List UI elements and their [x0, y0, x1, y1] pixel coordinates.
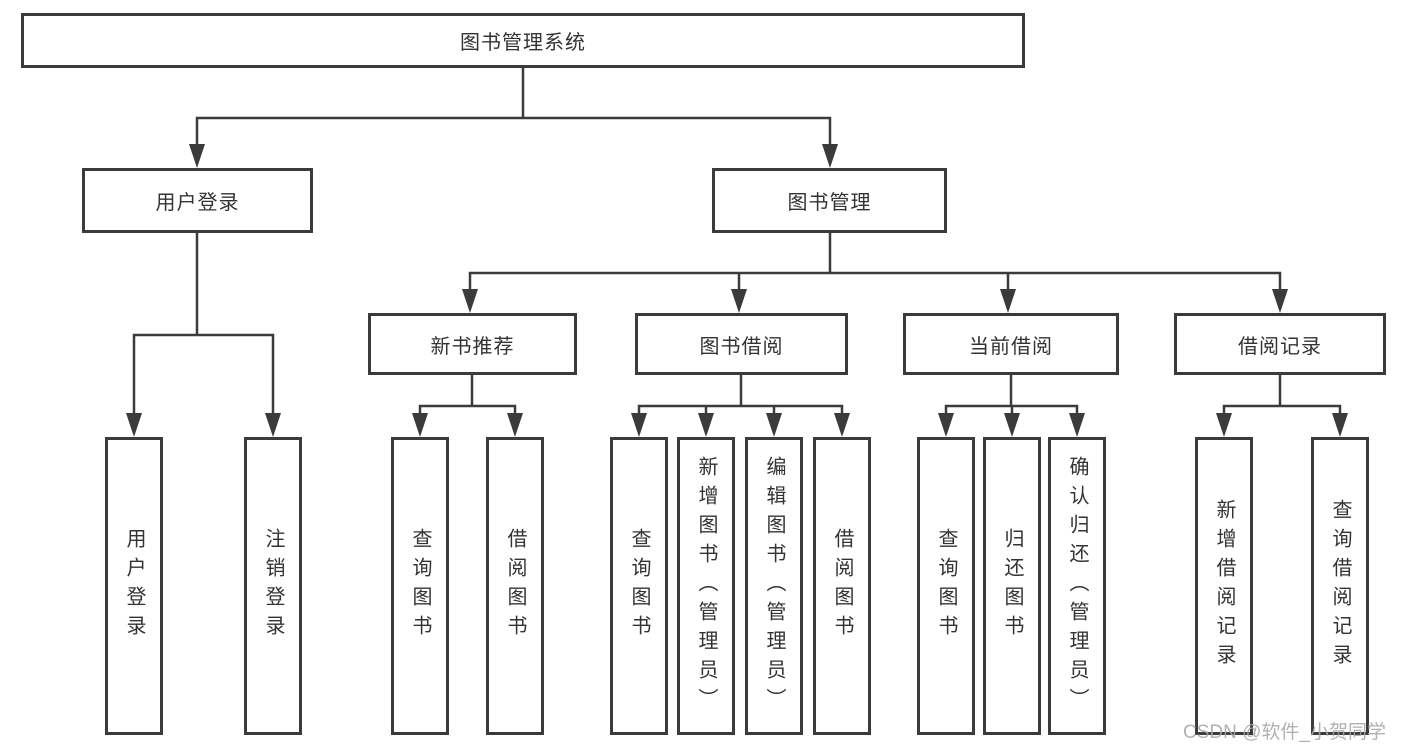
node-label: 用户登录: [155, 192, 240, 214]
arrowhead-icon: [822, 144, 838, 168]
node-label: 确认归还（管理员）: [1066, 455, 1088, 717]
node-label: 当前借阅: [969, 335, 1053, 358]
arrowhead-icon: [1216, 413, 1232, 437]
leaf-recommend-query-books: 查询图书: [391, 437, 449, 735]
leaf-recommend-borrow-books: 借阅图书: [486, 437, 544, 735]
node-label: 查询图书: [628, 528, 650, 644]
node-label: 用户登录: [123, 528, 145, 644]
leaf-user-login: 用户登录: [105, 437, 163, 735]
arrowhead-icon: [412, 413, 428, 437]
node-label: 新增借阅记录: [1213, 499, 1235, 673]
node-label: 编辑图书（管理员）: [763, 455, 785, 717]
leaf-current-confirm-return-admin: 确认归还（管理员）: [1048, 437, 1106, 735]
node-user-login: 用户登录: [82, 168, 313, 233]
node-root-system: 图书管理系统: [21, 13, 1025, 68]
node-label: 图书管理系统: [460, 32, 586, 54]
arrowhead-icon: [766, 413, 782, 437]
leaf-borrow-edit-books-admin: 编辑图书（管理员）: [745, 437, 803, 735]
node-borrow-records: 借阅记录: [1174, 313, 1386, 375]
arrowhead-icon: [1000, 289, 1016, 313]
node-label: 借阅图书: [504, 528, 526, 644]
arrowhead-icon: [1069, 413, 1085, 437]
node-label: 查询图书: [409, 528, 431, 644]
arrowhead-icon: [731, 289, 747, 313]
leaf-records-add-record: 新增借阅记录: [1195, 437, 1253, 735]
connector-records-to-leaves: [1222, 373, 1342, 421]
node-label: 归还图书: [1001, 528, 1023, 644]
connector-recommend-to-leaves: [418, 373, 517, 421]
arrowhead-icon: [126, 413, 142, 437]
arrowhead-icon: [1004, 413, 1020, 437]
leaf-borrow-borrow-books: 借阅图书: [813, 437, 871, 735]
connector-borrow-to-leaves: [637, 373, 844, 421]
connector-current-to-leaves: [944, 373, 1079, 421]
leaf-borrow-query-books: 查询图书: [610, 437, 668, 735]
leaf-borrow-add-books-admin: 新增图书（管理员）: [677, 437, 735, 735]
leaf-current-query-books: 查询图书: [917, 437, 975, 735]
connector-login-to-leaves: [132, 231, 275, 421]
arrowhead-icon: [507, 413, 523, 437]
arrowhead-icon: [265, 413, 281, 437]
connector-root-to-level2: [195, 66, 832, 152]
node-label: 查询借阅记录: [1329, 499, 1351, 673]
arrowhead-icon: [189, 144, 205, 168]
connector-mgmt-to-level3: [468, 231, 1282, 297]
arrowhead-icon: [938, 413, 954, 437]
node-label: 图书管理: [787, 192, 872, 214]
node-label: 查询图书: [935, 528, 957, 644]
arrowhead-icon: [462, 289, 478, 313]
node-book-management: 图书管理: [712, 168, 947, 233]
node-label: 借阅记录: [1238, 335, 1322, 358]
arrowhead-icon: [631, 413, 647, 437]
node-label: 借阅图书: [831, 528, 853, 644]
node-label: 图书借阅: [699, 335, 784, 358]
node-label: 新增图书（管理员）: [695, 455, 717, 717]
leaf-current-return-books: 归还图书: [983, 437, 1041, 735]
arrowhead-icon: [1272, 289, 1288, 313]
arrowhead-icon: [834, 413, 850, 437]
arrowhead-icon: [698, 413, 714, 437]
node-book-borrow: 图书借阅: [635, 313, 848, 375]
leaf-records-query-record: 查询借阅记录: [1311, 437, 1369, 735]
node-label: 新书推荐: [430, 335, 515, 358]
arrowhead-icon: [1332, 413, 1348, 437]
node-new-book-recommend: 新书推荐: [368, 313, 577, 375]
node-label: 注销登录: [262, 528, 284, 644]
node-current-borrow: 当前借阅: [903, 313, 1119, 375]
leaf-logout: 注销登录: [244, 437, 302, 735]
csdn-watermark: CSDN @软件_小贺同学: [1183, 722, 1386, 743]
